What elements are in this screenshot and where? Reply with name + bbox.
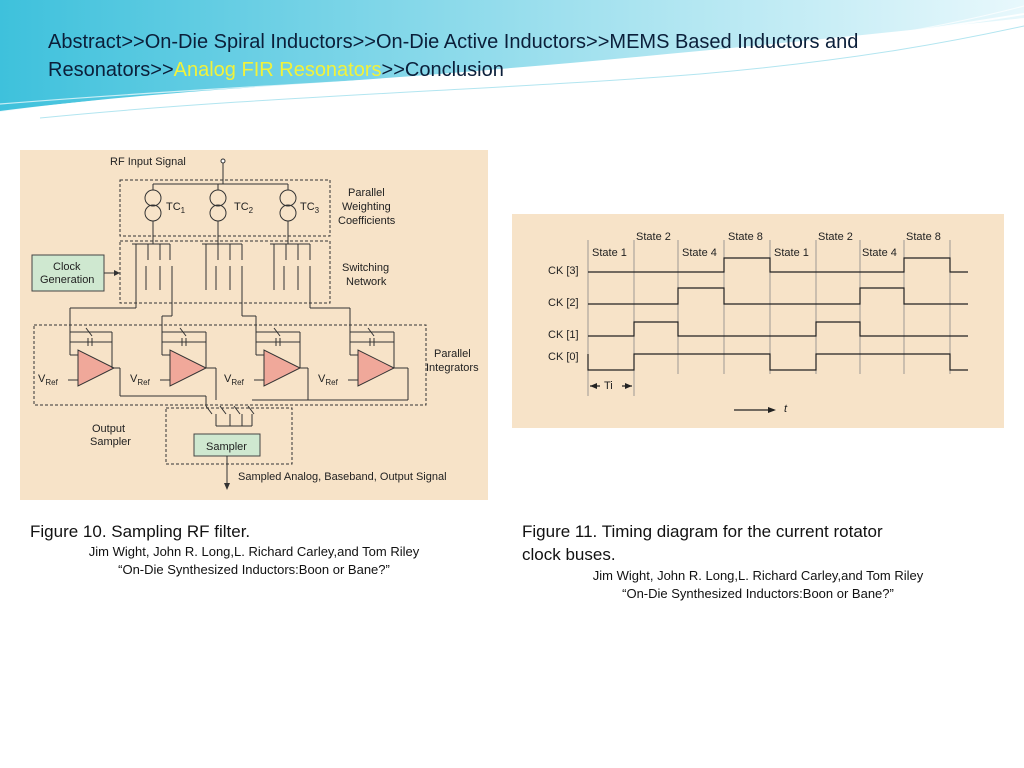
sampler-switches	[205, 405, 255, 427]
breadcrumb-item-mems[interactable]: MEMS Based Inductors and Resonators	[48, 31, 859, 81]
rf-input-label: RF Input Signal	[110, 156, 186, 168]
time-label: t	[784, 403, 788, 415]
breadcrumb-separator: >>	[150, 59, 174, 81]
weighting-label-1: Parallel	[348, 187, 385, 199]
breadcrumb-separator: >>	[586, 31, 610, 53]
breadcrumb-item-spiral-inductors[interactable]: On-Die Spiral Inductors	[144, 31, 353, 53]
state-label-bottom-4: State 4	[862, 247, 897, 259]
output-sampler-label-1: Output	[92, 423, 125, 435]
waveform-ck0	[587, 353, 968, 371]
tc1-source	[144, 184, 162, 244]
state-label-bottom-2: State 4	[682, 247, 717, 259]
state-label-bottom-3: State 1	[774, 247, 809, 259]
breadcrumb-separator: >>	[352, 31, 376, 53]
tc3-label: TC3	[300, 201, 320, 215]
integrators-label-2: Integrators	[426, 362, 479, 374]
integrator-3	[255, 327, 302, 387]
integrator-1	[69, 327, 120, 387]
output-sampler-label-2: Sampler	[90, 436, 131, 448]
breadcrumb-item-analog-fir[interactable]: Analog FIR Resonators	[173, 59, 382, 81]
output-signal-label: Sampled Analog, Baseband, Output Signal	[238, 471, 447, 483]
switch-array	[132, 243, 311, 290]
waveform-ck2	[588, 287, 968, 305]
clock-label-1: Clock	[53, 261, 81, 273]
figure-10-panel: RF Input Signal TC1 TC2 TC3 Parallel Wei…	[20, 150, 488, 500]
ti-label: Ti	[604, 380, 613, 392]
state-label-top-1: State 2	[636, 231, 671, 243]
figure-10-authors: Jim Wight, John R. Long,L. Richard Carle…	[88, 544, 420, 559]
state-label-bottom-1: State 1	[592, 247, 627, 259]
figure-10-paper: “On-Die Synthesized Inductors:Boon or Ba…	[118, 562, 390, 577]
signal-label-ck1: CK [1]	[548, 329, 579, 341]
tc3-source	[279, 184, 297, 244]
sampler-label: Sampler	[206, 441, 247, 453]
signal-label-ck3: CK [3]	[548, 265, 579, 277]
tc2-label: TC2	[234, 201, 254, 215]
signal-label-ck0: CK [0]	[548, 351, 579, 363]
vref-label-2: VRef	[130, 373, 151, 387]
weighting-label-2: Weighting	[342, 201, 391, 213]
integrator-4	[349, 327, 396, 387]
switching-label-1: Switching	[342, 262, 389, 274]
tc2-source	[209, 184, 227, 244]
tc1-label: TC1	[166, 201, 186, 215]
signal-label-ck2: CK [2]	[548, 297, 579, 309]
state-dividers	[587, 240, 951, 396]
integrator-2	[161, 327, 208, 387]
figure-11-authors: Jim Wight, John R. Long,L. Richard Carle…	[592, 568, 924, 583]
breadcrumb-item-active-inductors[interactable]: On-Die Active Inductors	[375, 31, 587, 53]
state-label-top-2: State 8	[728, 231, 763, 243]
figure-11-paper: “On-Die Synthesized Inductors:Boon or Ba…	[622, 586, 894, 601]
weighting-label-3: Coefficients	[338, 215, 396, 227]
figure-10-caption: Figure 10. Sampling RF filter.	[30, 522, 251, 541]
switching-label-2: Network	[346, 276, 387, 288]
clock-label-2: Generation	[40, 274, 94, 286]
vref-label-1: VRef	[38, 373, 59, 387]
integrators-label-1: Parallel	[434, 348, 471, 360]
state-label-top-3: State 2	[818, 231, 853, 243]
breadcrumb: Abstract>>On-Die Spiral Inductors>>On-Di…	[48, 28, 968, 84]
breadcrumb-separator: >>	[381, 59, 405, 81]
vref-label-4: VRef	[318, 373, 339, 387]
sampling-rf-filter-diagram: RF Input Signal TC1 TC2 TC3 Parallel Wei…	[31, 156, 479, 490]
state-label-top-4: State 8	[906, 231, 941, 243]
breadcrumb-item-conclusion[interactable]: Conclusion	[404, 59, 504, 81]
breadcrumb-separator: >>	[121, 31, 145, 53]
figure-11-caption-line-2: clock buses.	[522, 545, 616, 564]
figure-11-panel: State 2 State 8 State 2 State 8 State 1 …	[512, 214, 1004, 428]
breadcrumb-item-abstract[interactable]: Abstract	[48, 31, 122, 53]
figure-11-caption-line-1: Figure 11. Timing diagram for the curren…	[522, 522, 883, 541]
vref-label-3: VRef	[224, 373, 245, 387]
waveform-ck3	[588, 257, 968, 273]
timing-diagram: State 2 State 8 State 2 State 8 State 1 …	[548, 231, 968, 415]
waveform-ck1	[588, 321, 968, 337]
